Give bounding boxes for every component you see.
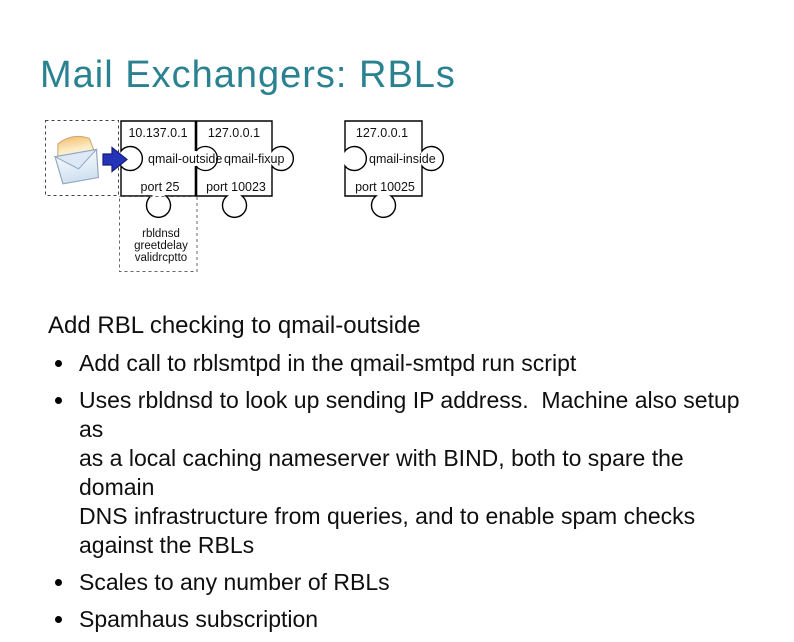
- bullet-item: Spamhaus subscription: [52, 605, 758, 634]
- bullet-text: Uses rbldnsd to look up sending IP addre…: [79, 387, 740, 558]
- piece2-port-label: port 10023: [206, 180, 266, 194]
- piece3-port-label: port 10025: [355, 180, 415, 194]
- bullet-icon: [55, 360, 62, 367]
- rbl-services-dashed-box: [119, 196, 198, 272]
- piece1-name-label: qmail-outside: [148, 152, 222, 166]
- slide: Mail Exchangers: RBLs: [40, 54, 740, 632]
- arrow-right-icon: [102, 146, 128, 173]
- bullet-list: Add call to rblsmtpd in the qmail-smtpd …: [52, 349, 758, 642]
- bullet-item: Add call to rblsmtpd in the qmail-smtpd …: [52, 349, 758, 378]
- piece3-name-label: qmail-inside: [369, 152, 436, 166]
- section-heading: Add RBL checking to qmail-outside: [48, 312, 421, 339]
- bullet-icon: [55, 579, 62, 586]
- rbl-service-label: rbldnsd: [142, 228, 180, 240]
- bullet-text: Add call to rblsmtpd in the qmail-smtpd …: [79, 350, 577, 376]
- bullet-text: Scales to any number of RBLs: [79, 569, 390, 595]
- qmail-architecture-diagram: 10.137.0.1 127.0.0.1 127.0.0.1 qmail-out…: [45, 120, 444, 272]
- rbl-service-label: greetdelay: [134, 240, 188, 252]
- bullet-item: Uses rbldnsd to look up sending IP addre…: [52, 386, 758, 560]
- puzzle-piece-qmail-outside-fixup: [120, 120, 294, 218]
- bullet-icon: [55, 397, 62, 404]
- envelope-icon: [53, 135, 100, 185]
- piece2-ip-label: 127.0.0.1: [208, 126, 260, 140]
- bullet-icon: [55, 616, 62, 623]
- piece2-name-label: qmail-fixup: [224, 152, 284, 166]
- piece-divider-tab: [195, 145, 218, 172]
- rbl-service-label: validrcptto: [135, 252, 187, 264]
- bullet-item: Scales to any number of RBLs: [52, 568, 758, 597]
- slide-title: Mail Exchangers: RBLs: [40, 54, 456, 96]
- bullet-text: Spamhaus subscription: [79, 606, 319, 632]
- piece1-ip-label: 10.137.0.1: [128, 126, 187, 140]
- puzzle-piece-qmail-inside: [344, 120, 444, 218]
- piece1-port-label: port 25: [141, 180, 180, 194]
- piece3-ip-label: 127.0.0.1: [356, 126, 408, 140]
